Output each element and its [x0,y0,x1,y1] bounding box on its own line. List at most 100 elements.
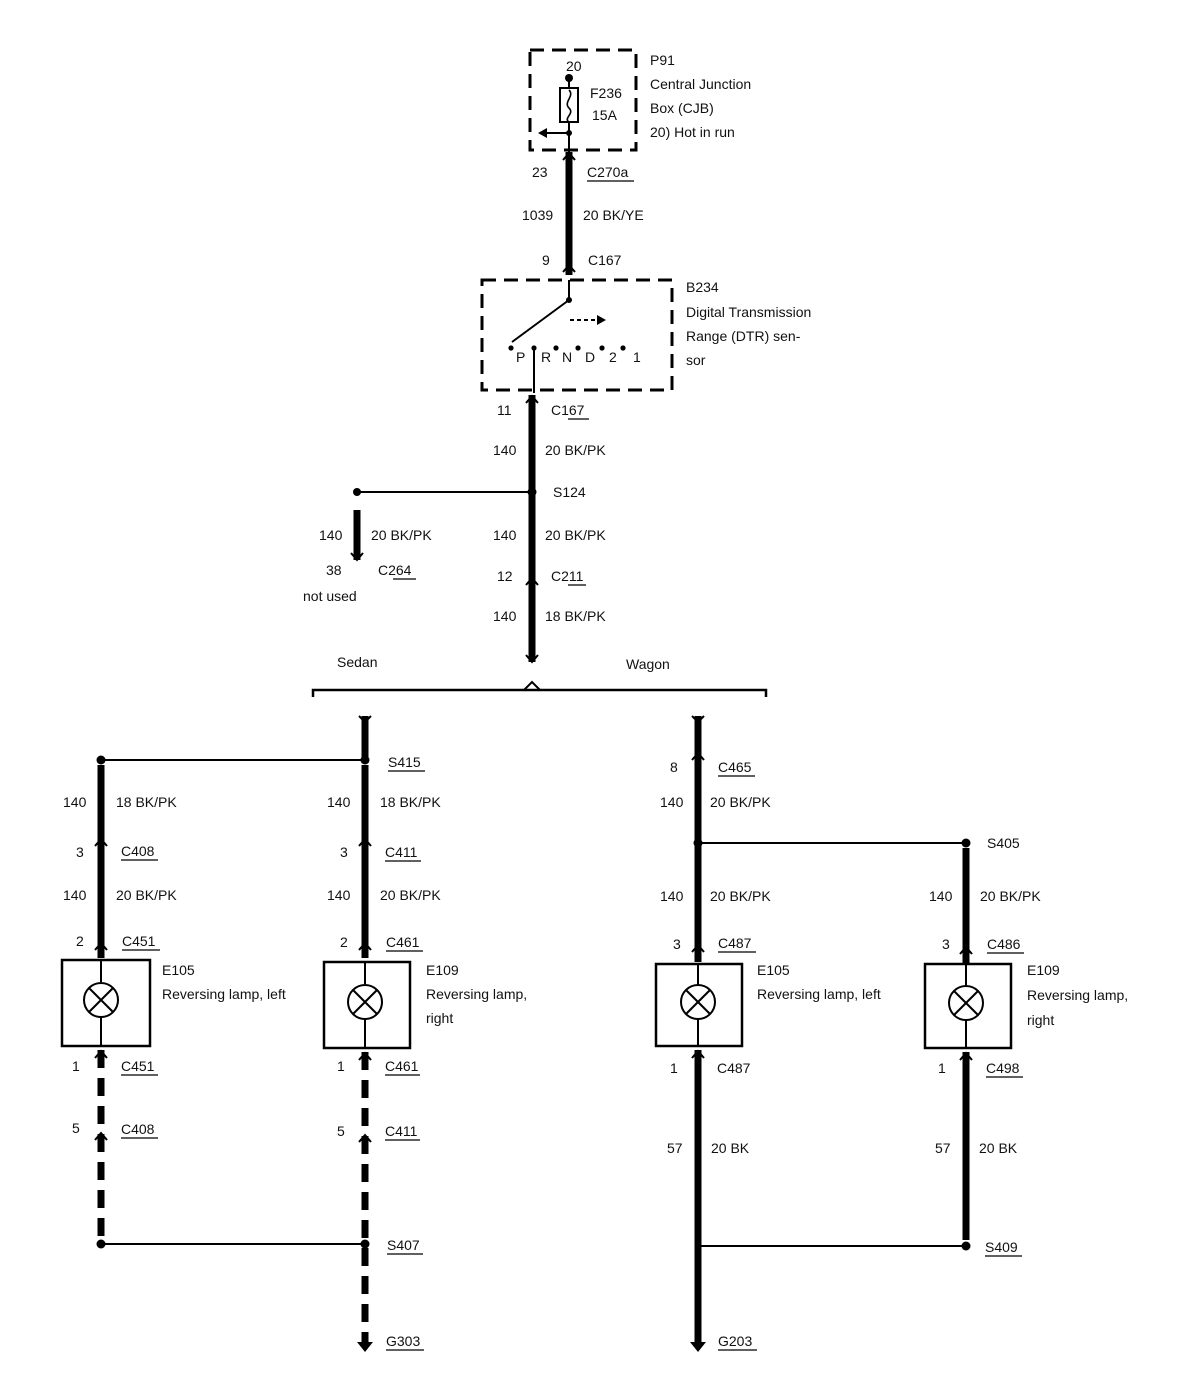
sedan-right-pin3: 1 [337,1058,345,1074]
sedan-circuit: S415 140 18 BK/PK 3 C408 140 20 BK/PK 2 … [60,715,527,1352]
dtr-pin-in: 9 [542,252,550,268]
trunk-connector-c: C211 [551,568,584,584]
fuse-id: F236 [590,85,622,101]
wagon-pin-top: 8 [670,759,678,775]
sedan-left-lamp-circuit: 140 18 BK/PK 3 C408 140 20 BK/PK 2 C451 … [60,765,286,1249]
trunk-wire-a: 20 BK/PK [545,442,606,458]
wagon-right-wire-gnd: 20 BK [979,1140,1018,1156]
wagon-left-wire: 20 BK/PK [710,888,771,904]
wagon-left-wire-gnd: 20 BK [711,1140,750,1156]
ground-icon [357,1342,373,1352]
wagon-right-pin1: 3 [942,936,950,952]
sedan-left-lamp-id: E105 [162,962,195,978]
sedan-right-conn4: C411 [385,1123,418,1139]
wagon-left-lamp-circuit: 140 20 BK/PK 3 C487 E105 Reversing lamp,… [654,888,881,1342]
splice-s405-label: S405 [987,835,1020,851]
sedan-left-wire2: 20 BK/PK [116,887,177,903]
sedan-left-pin4: 5 [72,1120,80,1136]
arrow-left-icon [538,128,547,138]
sedan-left-conn3: C451 [121,1058,155,1074]
sedan-right-wire1: 18 BK/PK [380,794,441,810]
wagon-left-conn1: C487 [718,935,752,951]
dtr-id: B234 [686,279,719,295]
position-p: P [516,349,525,365]
central-junction-box: 20 F236 15A P91 Central Junction Box (CJ… [528,48,751,152]
wagon-right-conn2: C498 [986,1060,1020,1076]
feed-connector: C270a [587,164,628,180]
wagon-right-wire: 20 BK/PK [980,888,1041,904]
unused-pin: 38 [326,562,342,578]
wagon-circuit-top: 140 [660,794,684,810]
position-r: R [541,349,551,365]
dtr-connector-out: C167 [551,402,585,418]
sedan-left-pin1: 3 [76,844,84,860]
wagon-left-pin1: 3 [673,936,681,952]
wagon-left-conn2: C487 [717,1060,751,1076]
fuse-rating: 15A [592,107,618,123]
ground-g303: G303 [386,1333,420,1349]
sedan-right-lamp-name1: Reversing lamp, [426,986,527,1002]
cjb-outline [528,48,638,152]
position-d: D [585,349,595,365]
position-1: 1 [633,349,641,365]
wagon-left-pin2: 1 [670,1060,678,1076]
wagon-wire-top: 20 BK/PK [710,794,771,810]
dtr-connector-in: C167 [588,252,622,268]
wagon-right-circuit: 140 [929,888,953,904]
trunk-wire-b: 20 BK/PK [545,527,606,543]
wagon-right-lamp-id: E109 [1027,962,1060,978]
sedan-left-circuit1: 140 [63,794,87,810]
splice-s124-label: S124 [553,484,586,500]
sedan-left-pin2: 2 [76,933,84,949]
unused-branch: 140 20 BK/PK 38 C264 not used [303,488,532,604]
variant-wagon: Wagon [626,656,670,672]
sedan-right-conn1: C411 [385,844,418,860]
selector-switch-arm [511,299,570,343]
sedan-right-pin2: 2 [340,934,348,950]
splice-s409 [694,1242,702,1250]
feed-circuit: 1039 [522,207,553,223]
unused-wire-label: 20 BK/PK [371,527,432,543]
trunk-circuit-b: 140 [493,527,517,543]
wagon-circuit: 8 C465 140 20 BK/PK S405 140 20 BK/PK 3 … [654,715,1128,1352]
cjb-name-line1: Central Junction [650,76,751,92]
trunk-circuit-a: 140 [493,442,517,458]
sedan-right-lamp-name2: right [426,1010,453,1026]
wagon-left-circuit: 140 [660,888,684,904]
wagon-right-lamp-name1: Reversing lamp, [1027,987,1128,1003]
dtr-name-line2: Range (DTR) sen- [686,328,801,344]
sedan-right-pin4: 5 [337,1123,345,1139]
dtr-pin-out: 11 [497,402,512,418]
wagon-conn-top: C465 [718,759,752,775]
wagon-right-lamp-name2: right [1027,1012,1054,1028]
dtr-outline [480,278,674,392]
trunk-pin-c: 12 [497,568,513,584]
dtr-name-line3: sor [686,352,706,368]
wagon-left-circuit-gnd: 57 [667,1140,683,1156]
sedan-right-conn2: C461 [386,934,420,950]
cjb-name-line2: Box (CJB) [650,100,714,116]
trunk-circuit-c: 140 [493,608,517,624]
feed-pin: 23 [532,164,548,180]
variant-bracket: Sedan Wagon [311,654,768,697]
sedan-right-pin1: 3 [340,844,348,860]
sedan-right-circuit2: 140 [327,887,351,903]
dtr-sensor: P R N D 2 1 B234 Digital Transmission Ra… [480,278,811,393]
wagon-right-circuit-gnd: 57 [935,1140,951,1156]
splice-s415-label: S415 [388,754,421,770]
unused-connector: C264 [378,562,412,578]
sedan-right-conn3: C461 [385,1058,419,1074]
trunk-wire-c: 18 BK/PK [545,608,606,624]
sedan-right-circuit1: 140 [327,794,351,810]
feed-wire-label: 20 BK/YE [583,207,644,223]
cjb-id: P91 [650,52,675,68]
unused-circuit: 140 [319,527,343,543]
splice-s407 [360,1239,370,1249]
sedan-left-conn2: C451 [122,933,156,949]
cjb-pin-top: 20 [566,58,582,74]
unused-note: not used [303,588,357,604]
wagon-right-lamp-circuit: 140 20 BK/PK 3 C486 E109 Reversing lamp,… [923,848,1128,1251]
sedan-left-lamp-name: Reversing lamp, left [162,986,286,1002]
ground-icon [690,1342,706,1352]
feed-wire-group: 23 C270a 1039 20 BK/YE 9 C167 [522,151,644,275]
